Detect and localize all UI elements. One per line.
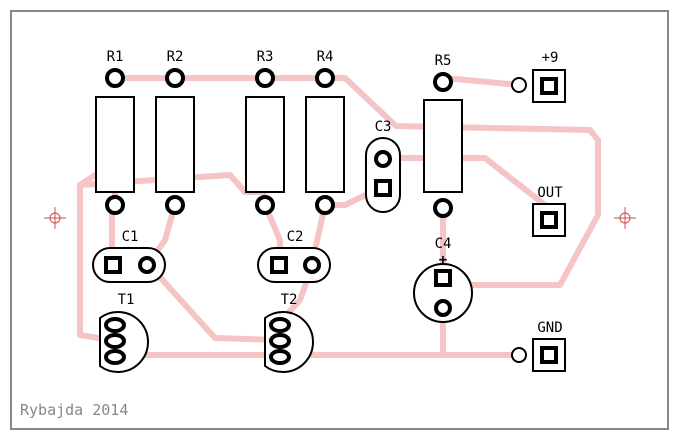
gnd-label: GND bbox=[537, 320, 562, 336]
plus9-label: +9 bbox=[542, 50, 559, 66]
author-signature: Rybajda 2014 bbox=[20, 401, 128, 419]
capacitor-c4: C4 + bbox=[413, 236, 473, 323]
c1-label: C1 bbox=[122, 229, 139, 245]
c4-polarity-mark: + bbox=[439, 252, 447, 268]
r1-label: R1 bbox=[107, 49, 124, 65]
t1-label: T1 bbox=[118, 292, 135, 308]
r5-label: R5 bbox=[435, 53, 452, 69]
resistor-r1: R1 bbox=[95, 49, 135, 215]
r2-label: R2 bbox=[167, 49, 184, 65]
r3-label: R3 bbox=[257, 49, 274, 65]
capacitor-c1: C1 bbox=[92, 229, 166, 283]
connector-out: OUT bbox=[532, 185, 566, 237]
resistor-r2: R2 bbox=[155, 49, 195, 215]
r4-label: R4 bbox=[317, 49, 334, 65]
out-label: OUT bbox=[537, 185, 563, 201]
transistor-t1: T1 bbox=[99, 292, 149, 373]
capacitor-c3: C3 bbox=[365, 119, 401, 213]
connector-plus9: +9 bbox=[511, 50, 566, 103]
c4-label: C4 bbox=[435, 236, 452, 252]
resistor-r5: R5 bbox=[423, 53, 463, 218]
resistor-r3: R3 bbox=[245, 49, 285, 215]
c2-label: C2 bbox=[287, 229, 304, 245]
capacitor-c2: C2 bbox=[257, 229, 331, 283]
fiducial-right bbox=[614, 207, 636, 229]
resistor-r4: R4 bbox=[305, 49, 345, 215]
transistor-t2: T2 bbox=[264, 292, 314, 373]
t2-label: T2 bbox=[281, 292, 298, 308]
fiducial-left bbox=[44, 207, 66, 229]
c3-label: C3 bbox=[375, 119, 392, 135]
connector-gnd: GND bbox=[511, 320, 566, 372]
